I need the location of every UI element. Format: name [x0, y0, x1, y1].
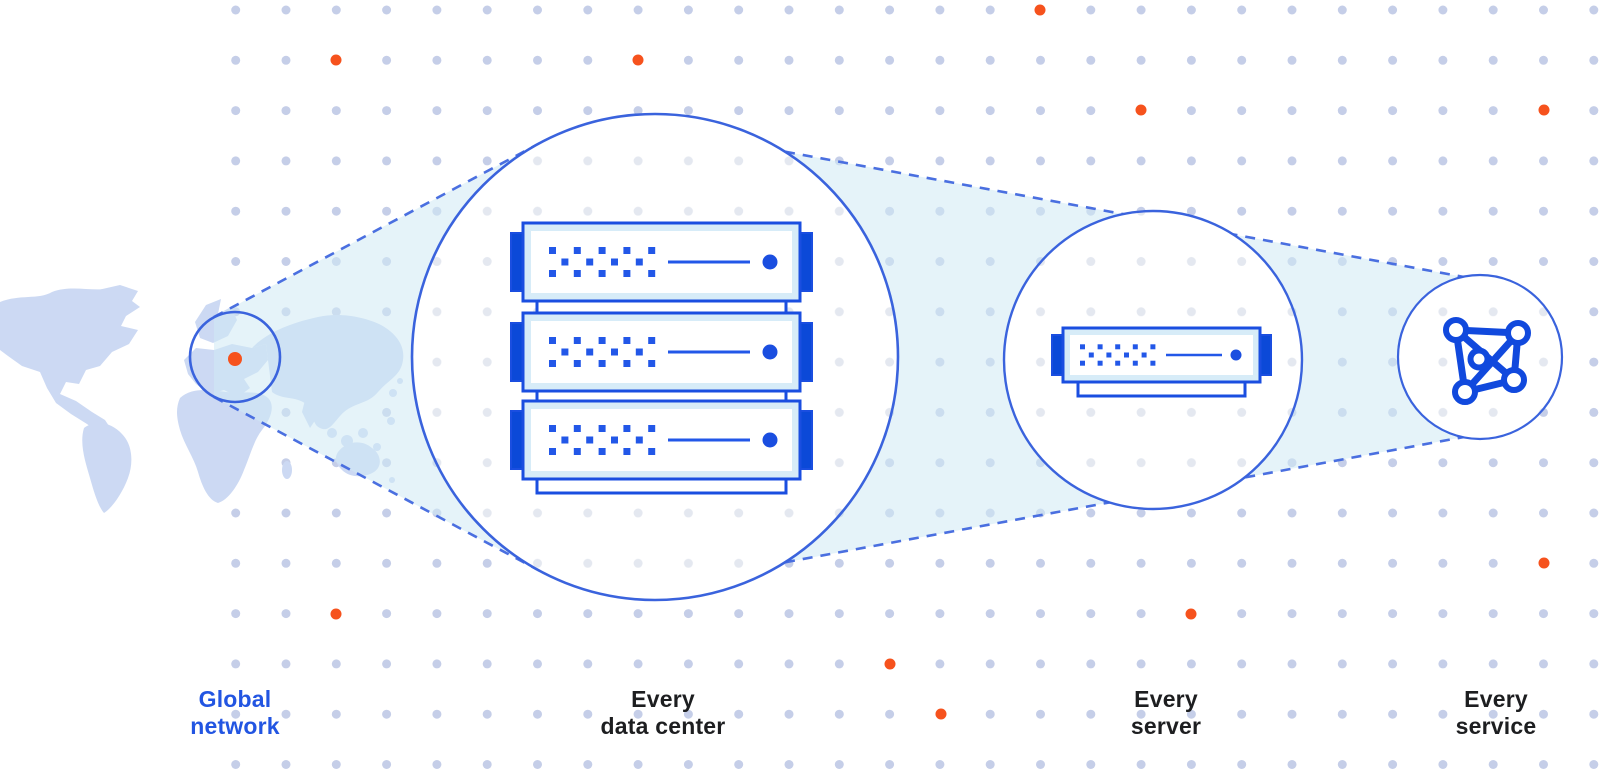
beam-edge-lower-left — [213, 395, 541, 573]
server-rack-icon — [510, 221, 813, 495]
zoom-circle-global-network — [188, 310, 282, 404]
label-every-data-center: Every data center — [601, 686, 726, 740]
label-global-network: Global network — [190, 686, 280, 740]
server-unit-icon — [510, 221, 813, 303]
server-unit-icon — [510, 311, 813, 393]
beam-edge-upper-left — [213, 141, 541, 319]
label-line: data center — [600, 713, 726, 739]
server-unit-icon — [510, 399, 813, 481]
label-line: network — [190, 713, 280, 739]
label-line: service — [1455, 713, 1537, 739]
label-line: server — [1130, 713, 1202, 739]
label-line: Every — [1134, 686, 1198, 712]
server-unit-icon — [1051, 326, 1272, 398]
label-line: Global — [198, 686, 272, 712]
label-every-service: Every service — [1456, 686, 1537, 740]
label-line: Every — [1464, 686, 1528, 712]
label-line: Every — [631, 686, 695, 712]
network-mesh-icon — [1443, 317, 1531, 405]
orange-accent-dots — [228, 4, 1550, 720]
label-every-server: Every server — [1131, 686, 1201, 740]
